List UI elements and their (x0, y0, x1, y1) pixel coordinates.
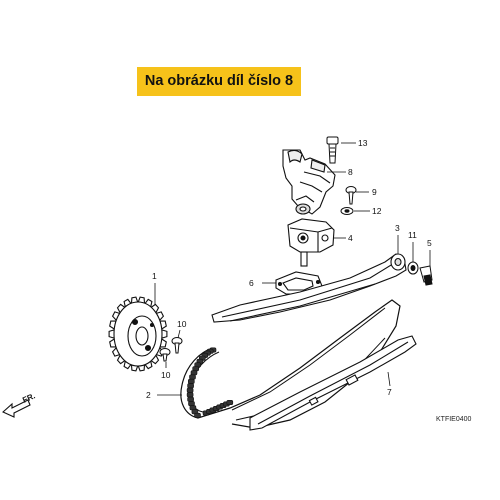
callout-10-lower: 10 (161, 370, 171, 380)
chain-link (186, 387, 194, 393)
part-3-tensioner-slipper (211, 253, 407, 323)
callout-11: 11 (408, 230, 417, 240)
callout-9: 9 (372, 187, 377, 197)
callout-4: 4 (348, 233, 353, 243)
part-8-tensioner-arm (282, 149, 336, 215)
chain-link (188, 401, 195, 407)
part-10-bolt-lower (159, 348, 171, 362)
chain-link (226, 399, 234, 405)
part-11-collar (407, 261, 419, 275)
part-4-tensioner-body (287, 218, 335, 267)
part-13-bolt (326, 136, 339, 164)
chain-link (188, 378, 195, 384)
chain-link (190, 370, 198, 376)
callout-2: 2 (146, 390, 151, 400)
sprocket-tooth (161, 329, 168, 339)
callout-12: 12 (372, 206, 382, 216)
part-12-washer (340, 207, 354, 215)
chain-link (186, 392, 194, 398)
chain-link (194, 412, 201, 418)
callout-6: 6 (249, 278, 254, 288)
callout-3: 3 (395, 223, 400, 233)
chain-link (187, 396, 194, 402)
part-5-bolt (419, 265, 433, 286)
part-9-bolt (345, 186, 357, 205)
part-10-bolt-upper (171, 337, 183, 354)
sprocket-tooth (108, 329, 115, 339)
part-1-cam-sprocket (108, 296, 168, 372)
callout-5: 5 (427, 238, 432, 248)
diagram-code: KTFIE0400 (436, 416, 472, 423)
callout-1: 1 (152, 271, 157, 281)
callout-7: 7 (387, 387, 392, 397)
callout-8: 8 (348, 167, 353, 177)
callout-13: 13 (358, 138, 368, 148)
leader-lines (154, 142, 431, 396)
chain-link (189, 374, 196, 380)
front-arrow-icon: FR. (2, 391, 37, 418)
chain-link (187, 383, 194, 389)
part-7-chain-guide (249, 335, 417, 431)
front-arrow-label: FR. (21, 391, 36, 404)
callout-10-upper: 10 (177, 319, 187, 329)
highlight-banner: Na obrázku díl číslo 8 (137, 67, 301, 96)
